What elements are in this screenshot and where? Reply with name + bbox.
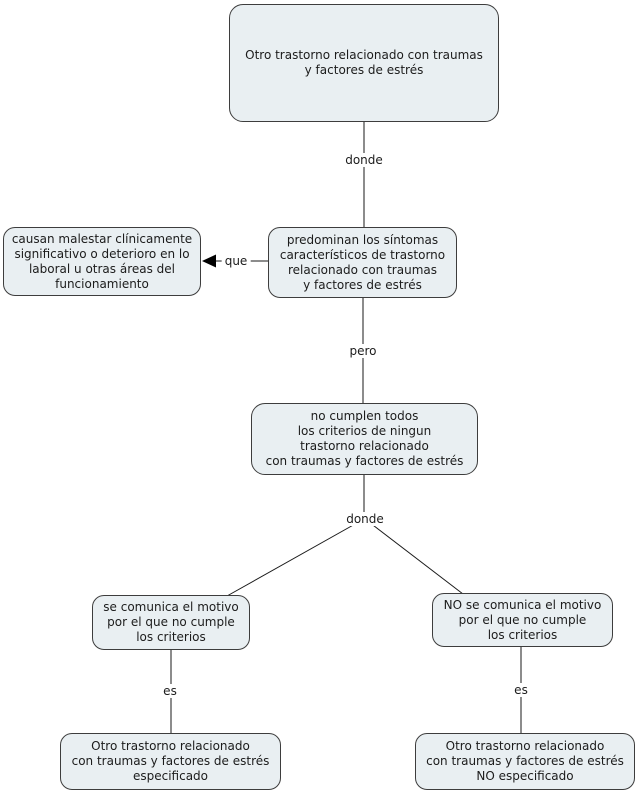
link-label-pero[interactable]: pero xyxy=(346,344,380,358)
node-predominant-symptoms[interactable]: predominan los síntomas característicos … xyxy=(268,227,457,298)
arrowhead-que-icon xyxy=(202,254,216,268)
link-label-que[interactable]: que xyxy=(221,254,251,268)
node-unspecified-disorder[interactable]: Otro trastorno relacionado con traumas y… xyxy=(415,733,635,790)
node-motive-communicated[interactable]: se comunica el motivo por el que no cump… xyxy=(92,595,250,650)
node-motive-not-communicated[interactable]: NO se comunica el motivo por el que no c… xyxy=(432,593,613,647)
node-clinical-distress[interactable]: causan malestar clínicamente significati… xyxy=(3,227,201,296)
node-criteria-not-met[interactable]: no cumplen todos los criterios de ningun… xyxy=(251,403,478,475)
node-specified-disorder[interactable]: Otro trastorno relacionado con traumas y… xyxy=(60,733,281,790)
link-label-donde-top[interactable]: donde xyxy=(342,153,386,167)
link-label-es-right[interactable]: es xyxy=(511,683,531,697)
node-root-disorder[interactable]: Otro trastorno relacionado con traumas y… xyxy=(229,4,499,122)
link-label-donde-branch[interactable]: donde xyxy=(343,512,387,526)
edge-donde-motive-given xyxy=(226,518,365,597)
edge-donde-motive-not-given xyxy=(364,518,464,595)
link-label-es-left[interactable]: es xyxy=(160,684,180,698)
